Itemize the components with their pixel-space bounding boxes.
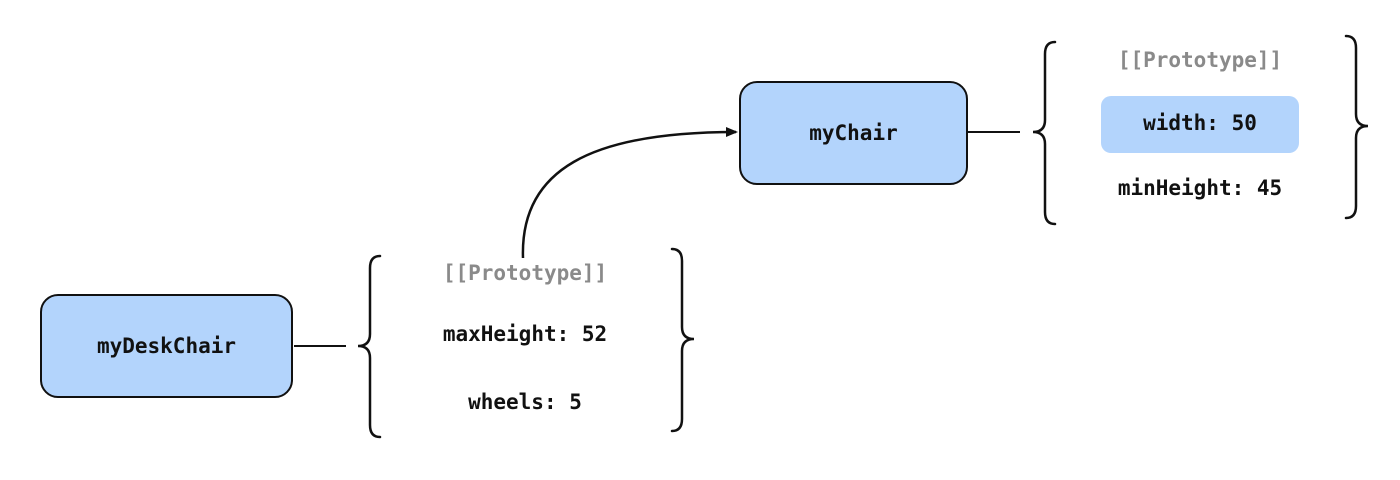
my-desk-chair-left-brace <box>357 254 382 439</box>
my-desk-chair-node: myDeskChair <box>40 294 293 398</box>
my-desk-chair-right-brace <box>670 247 695 433</box>
my-desk-chair-max-height-property: maxHeight: 52 <box>442 322 608 346</box>
my-chair-left-brace <box>1032 40 1057 226</box>
my-chair-label: myChair <box>809 121 898 145</box>
my-desk-chair-wheels-property: wheels: 5 <box>468 390 582 414</box>
my-chair-width-highlight <box>1101 96 1299 153</box>
my-chair-width-property: width: 50 <box>1143 111 1257 135</box>
my-desk-chair-label: myDeskChair <box>96 334 237 358</box>
my-chair-right-brace <box>1344 34 1369 220</box>
my-chair-prototype-label: [[Prototype]] <box>1117 48 1283 72</box>
my-chair-node: myChair <box>739 81 968 185</box>
prototype-arrow <box>521 127 738 259</box>
my-chair-min-height-property: minHeight: 45 <box>1117 176 1283 200</box>
my-desk-chair-prototype-label: [[Prototype]] <box>442 261 608 285</box>
